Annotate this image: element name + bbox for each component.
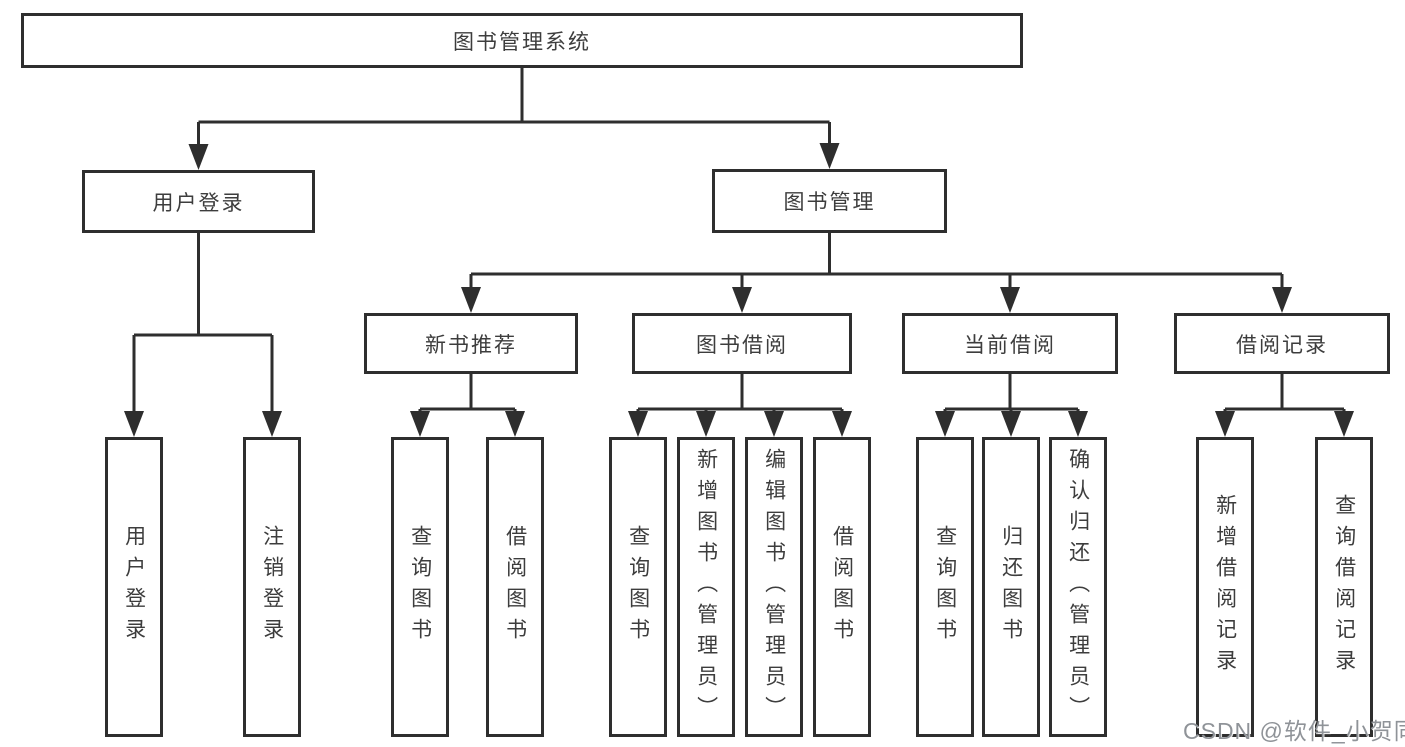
leaf-return-books-label: 归还图书 — [999, 525, 1023, 649]
leaf-query-borrow-record: 查询借阅记录 — [1315, 437, 1373, 737]
leaf-query-books-borrow-label: 查询图书 — [626, 525, 650, 649]
leaf-add-borrow-record-label: 新增借阅记录 — [1213, 494, 1237, 680]
node-book-borrowing: 图书借阅 — [632, 313, 852, 374]
leaf-borrow-books-borrow-label: 借阅图书 — [830, 525, 854, 649]
leaf-query-borrow-record-label: 查询借阅记录 — [1332, 494, 1356, 680]
watermark-text: CSDN @软件_小贺同学 — [1183, 718, 1405, 744]
leaf-logout: 注销登录 — [243, 437, 301, 737]
leaf-borrow-books-recommend-label: 借阅图书 — [503, 525, 527, 649]
leaf-return-books: 归还图书 — [982, 437, 1040, 737]
leaf-query-books-current-label: 查询图书 — [933, 525, 957, 649]
leaf-query-books-borrow: 查询图书 — [609, 437, 667, 737]
node-new-book-recommendation: 新书推荐 — [364, 313, 578, 374]
leaf-add-book-admin-label: 新增图书（管理员） — [694, 447, 718, 727]
leaf-query-books-recommend: 查询图书 — [391, 437, 449, 737]
leaf-confirm-return-admin: 确认归还（管理员） — [1049, 437, 1107, 737]
node-current-borrowing: 当前借阅 — [902, 313, 1118, 374]
leaf-query-books-current: 查询图书 — [916, 437, 974, 737]
leaf-borrow-books-borrow: 借阅图书 — [813, 437, 871, 737]
node-borrowing-records: 借阅记录 — [1174, 313, 1390, 374]
leaf-add-borrow-record: 新增借阅记录 — [1196, 437, 1254, 737]
leaf-user-login-label: 用户登录 — [122, 525, 146, 649]
leaf-confirm-return-admin-label: 确认归还（管理员） — [1066, 447, 1090, 727]
leaf-logout-label: 注销登录 — [260, 525, 284, 649]
node-book-management: 图书管理 — [712, 169, 947, 233]
leaf-query-books-recommend-label: 查询图书 — [408, 525, 432, 649]
leaf-edit-book-admin-label: 编辑图书（管理员） — [762, 447, 786, 727]
arrowheads — [124, 143, 1354, 437]
leaf-borrow-books-recommend: 借阅图书 — [486, 437, 544, 737]
node-library-system: 图书管理系统 — [21, 13, 1023, 68]
leaf-user-login: 用户登录 — [105, 437, 163, 737]
leaf-add-book-admin: 新增图书（管理员） — [677, 437, 735, 737]
node-user-login: 用户登录 — [82, 170, 315, 233]
leaf-edit-book-admin: 编辑图书（管理员） — [745, 437, 803, 737]
